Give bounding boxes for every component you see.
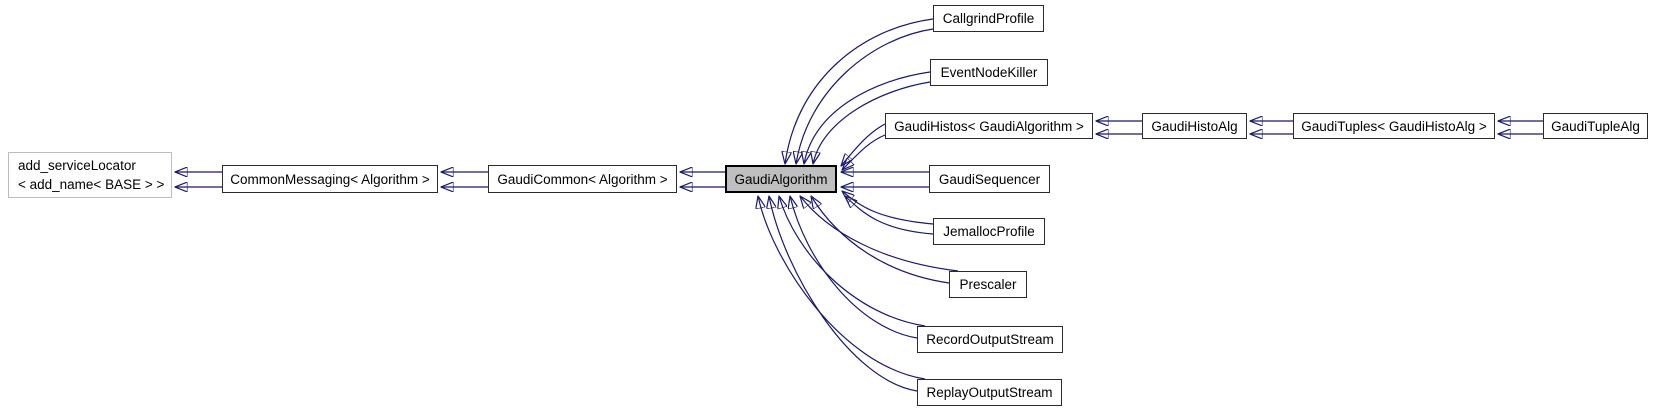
class-node-jemallocprofile[interactable]: JemallocProfile	[933, 218, 1045, 245]
edge-recordoutputstream-gaudialgorithm-1	[779, 196, 926, 327]
class-node-gaudialgorithm-current: GaudiAlgorithm	[725, 165, 837, 193]
class-node-add-servicelocator: add_serviceLocator < add_name< BASE > >	[8, 152, 172, 198]
class-label-line2: < add_name< BASE > >	[18, 177, 165, 192]
class-node-eventnodekiller[interactable]: EventNodeKiller	[930, 59, 1048, 86]
class-node-gaudicommon[interactable]: GaudiCommon< Algorithm >	[488, 165, 677, 193]
class-label-line1: add_serviceLocator	[18, 158, 136, 173]
class-node-commonmessaging[interactable]: CommonMessaging< Algorithm >	[222, 165, 438, 193]
class-node-gaudisequencer[interactable]: GaudiSequencer	[929, 165, 1050, 193]
class-node-replayoutputstream[interactable]: ReplayOutputStream	[917, 379, 1062, 406]
class-node-callgrindprofile[interactable]: CallgrindProfile	[933, 5, 1044, 32]
edge-callgrindprofile-gaudialgorithm-2	[796, 28, 934, 164]
edge-jemallocprofile-gaudialgorithm-2	[845, 196, 934, 235]
edge-callgrindprofile-gaudialgorithm-1	[785, 18, 934, 164]
class-node-prescaler[interactable]: Prescaler	[949, 271, 1027, 298]
edge-replayoutputstream-gaudialgorithm-2	[769, 196, 918, 392]
edge-recordoutputstream-gaudialgorithm-2	[790, 196, 918, 339]
class-node-gaudihistoalg[interactable]: GaudiHistoAlg	[1142, 113, 1247, 139]
edge-jemallocprofile-gaudialgorithm-1	[842, 191, 934, 225]
class-node-gaudituples[interactable]: GaudiTuples< GaudiHistoAlg >	[1293, 113, 1495, 139]
class-node-gauditupealg[interactable]: GaudiTupleAlg	[1543, 113, 1648, 139]
edge-gaudihistos-gaudialgorithm-2	[842, 134, 886, 170]
edge-prescaler-gaudialgorithm-2	[811, 196, 950, 284]
class-node-recordoutputstream[interactable]: RecordOutputStream	[917, 326, 1063, 353]
edge-replayoutputstream-gaudialgorithm-1	[758, 196, 926, 380]
class-node-gaudihistos[interactable]: GaudiHistos< GaudiAlgorithm >	[885, 113, 1093, 139]
edge-gaudihistos-gaudialgorithm-1	[841, 123, 886, 166]
